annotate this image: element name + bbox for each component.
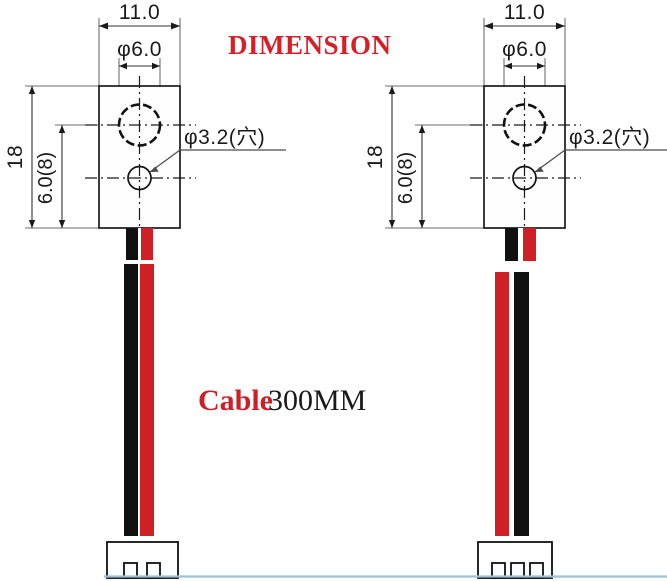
right-wire-white-upper <box>518 228 523 261</box>
right-arrow-hole-right <box>537 62 545 70</box>
left-arrow-height-top <box>28 86 36 94</box>
right-callout-small-hole: φ3.2(穴) <box>569 126 650 149</box>
right-arrow-offset-bottom <box>418 220 426 228</box>
right-arrow-height-bottom <box>388 220 396 228</box>
right-connector-pin-3 <box>529 562 544 579</box>
left-arrow-offset-top <box>58 125 66 133</box>
left-arrow-width-left <box>99 22 108 30</box>
right-arrow-width-left <box>484 22 493 30</box>
left-wire-white-upper <box>138 228 141 260</box>
cable-note-value: 300MM <box>268 384 366 417</box>
right-wire-red-upper <box>523 228 536 261</box>
left-wire-red-upper <box>141 228 153 260</box>
left-wire-red-main <box>140 264 154 536</box>
right-dim-hole-diameter-label: φ6.0 <box>502 38 547 61</box>
left-hole-small <box>127 165 152 191</box>
left-view-group: 11.0 φ6.0 18 6.0(8) φ3.2(穴) <box>4 1 286 579</box>
left-connector-pin-2 <box>146 562 161 579</box>
left-connector-pin-1 <box>123 562 138 579</box>
left-wire-black-main <box>124 264 138 536</box>
cable-length-note: Cable 300MM <box>198 384 366 417</box>
right-hole-small <box>512 165 537 191</box>
right-wire-black-main <box>514 272 529 536</box>
left-dim-height-label: 18 <box>4 145 27 169</box>
left-wire-white-main <box>138 264 140 536</box>
left-wire-black-upper <box>126 228 138 260</box>
left-hole-large <box>117 103 162 147</box>
right-arrow-hole-left <box>504 62 512 70</box>
left-arrow-offset-bottom <box>58 220 66 228</box>
right-hole-large <box>502 103 547 147</box>
right-arrow-offset-top <box>418 125 426 133</box>
right-dim-height-label: 18 <box>364 145 387 169</box>
left-arrow-hole-left <box>119 62 127 70</box>
right-dim-width-label: 11.0 <box>504 1 545 24</box>
right-arrow-height-top <box>388 86 396 94</box>
left-callout-small-hole: φ3.2(穴) <box>184 126 265 149</box>
right-connector-pin-1 <box>491 562 506 579</box>
left-arrow-hole-right <box>152 62 160 70</box>
left-connector-housing <box>106 541 179 579</box>
right-arrow-width-right <box>556 22 565 30</box>
right-wire-white-main <box>509 272 514 536</box>
right-dim-offset-label: 6.0(8) <box>395 152 417 204</box>
left-leader-arrow <box>150 166 159 172</box>
left-dim-width-label: 11.0 <box>119 1 160 24</box>
left-arrow-width-right <box>171 22 180 30</box>
right-leader-arrow <box>535 166 544 172</box>
right-wire-black-upper <box>505 228 518 261</box>
cable-note-prefix: Cable <box>198 384 273 417</box>
right-wire-red-main <box>495 272 509 536</box>
left-arrow-height-bottom <box>28 220 36 228</box>
right-connector-pin-2 <box>510 562 525 579</box>
left-dim-offset-label: 6.0(8) <box>35 152 57 204</box>
left-dim-hole-diameter-label: φ6.0 <box>117 38 162 61</box>
right-view-group: 11.0 φ6.0 18 6.0(8) φ3.2(穴) <box>364 1 667 579</box>
drawing-title: DIMENSION <box>228 30 392 60</box>
